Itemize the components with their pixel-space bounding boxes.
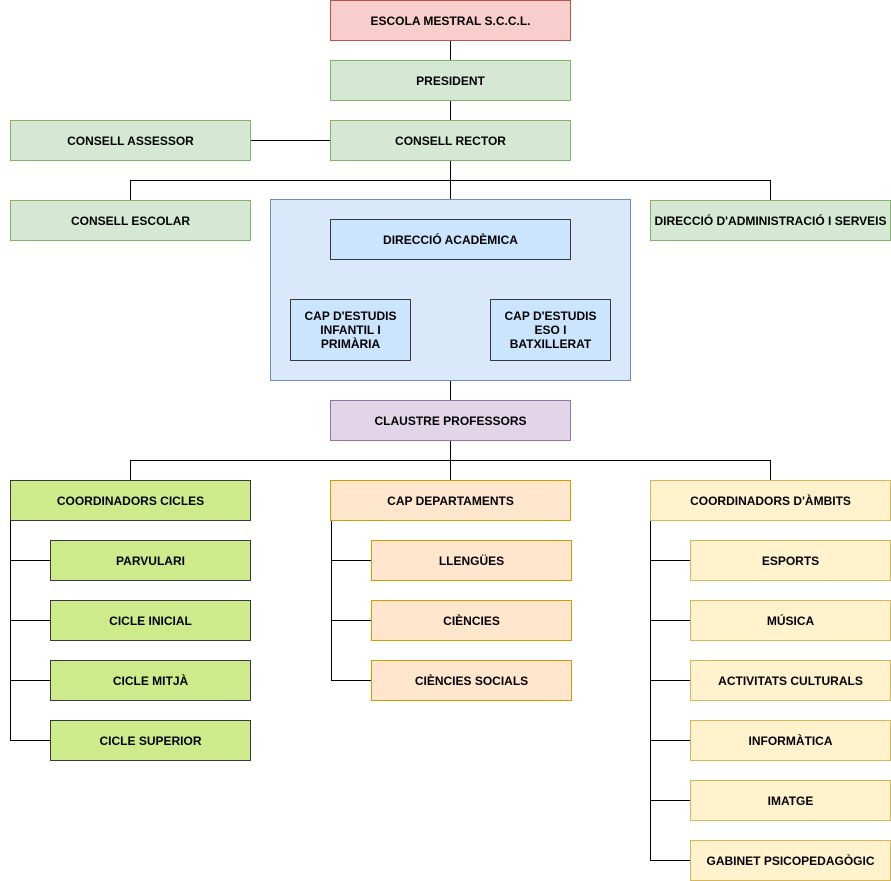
areas-title-label: COORDINADORS D'ÀMBITS	[690, 493, 851, 508]
academic-direction-box: DIRECCIÓ ACADÈMICA	[330, 219, 571, 260]
admin-direction-label: DIRECCIÓ D'ADMINISTRACIÓ I SERVEIS	[654, 213, 887, 228]
connector-rector-branches	[130, 160, 771, 200]
department-item-label: CIÈNCIES	[443, 613, 500, 628]
cycle-item-label: CICLE INICIAL	[109, 613, 192, 628]
area-item-label: IMATGE	[767, 793, 814, 808]
department-item-box: CIÈNCIES SOCIALS	[371, 660, 572, 701]
cycle-item-box: CICLE MITJÀ	[50, 660, 251, 701]
cycle-item-label: PARVULARI	[116, 553, 185, 568]
area-item-label: ACTIVITATS CULTURALS	[718, 673, 863, 688]
area-item-box: ACTIVITATS CULTURALS	[690, 660, 891, 701]
area-item-label: INFORMÀTICA	[748, 733, 833, 748]
connector-cycles-tree	[10, 520, 50, 741]
head-studies-primary-box: CAP D'ESTUDIS INFANTIL I PRIMÀRIA	[290, 299, 411, 361]
department-item-box: LLENGÜES	[371, 540, 572, 581]
admin-direction-box: DIRECCIÓ D'ADMINISTRACIÓ I SERVEIS	[650, 200, 891, 241]
head-studies-secondary-label: CAP D'ESTUDIS ESO I BATXILLERAT	[504, 309, 597, 351]
governing-council-box: CONSELL RECTOR	[330, 120, 571, 161]
area-item-box: MÚSICA	[690, 600, 891, 641]
president-box: PRESIDENT	[330, 60, 571, 101]
teachers-staff-label: CLAUSTRE PROFESSORS	[374, 413, 527, 428]
area-item-box: ESPORTS	[690, 540, 891, 581]
school-council-box: CONSELL ESCOLAR	[10, 200, 251, 241]
advisory-council-label: CONSELL ASSESSOR	[67, 133, 194, 148]
department-item-box: CIÈNCIES	[371, 600, 572, 641]
areas-title-box: COORDINADORS D'ÀMBITS	[650, 480, 891, 521]
departments-title-label: CAP DEPARTAMENTS	[387, 493, 514, 508]
head-studies-secondary-box: CAP D'ESTUDIS ESO I BATXILLERAT	[490, 299, 611, 361]
school-council-label: CONSELL ESCOLAR	[70, 213, 191, 228]
school-box: ESCOLA MESTRAL S.C.C.L.	[330, 0, 571, 41]
connector-claustre-branches	[130, 440, 771, 480]
cycle-item-label: CICLE MITJÀ	[112, 673, 189, 688]
cycle-item-box: CICLE INICIAL	[50, 600, 251, 641]
area-item-label: MÚSICA	[766, 613, 815, 628]
connector-departments-tree	[331, 520, 371, 681]
president-label: PRESIDENT	[416, 73, 485, 88]
departments-title-box: CAP DEPARTAMENTS	[330, 480, 571, 521]
school-label: ESCOLA MESTRAL S.C.C.L.	[370, 13, 531, 28]
area-item-box: IMATGE	[690, 780, 891, 821]
department-item-label: CIÈNCIES SOCIALS	[414, 673, 529, 688]
cycle-item-box: CICLE SUPERIOR	[50, 720, 251, 761]
area-item-label: ESPORTS	[761, 553, 820, 568]
area-item-box: GABINET PSICOPEDAGÒGIC	[690, 840, 891, 881]
advisory-council-box: CONSELL ASSESSOR	[10, 120, 251, 161]
area-item-box: INFORMÀTICA	[690, 720, 891, 761]
head-studies-primary-label: CAP D'ESTUDIS INFANTIL I PRIMÀRIA	[304, 309, 397, 351]
governing-council-label: CONSELL RECTOR	[395, 133, 506, 148]
cycles-title-label: COORDINADORS CICLES	[56, 493, 205, 508]
cycles-title-box: COORDINADORS CICLES	[10, 480, 251, 521]
department-item-label: LLENGÜES	[438, 553, 505, 568]
area-item-label: GABINET PSICOPEDAGÒGIC	[706, 853, 875, 868]
cycle-item-label: CICLE SUPERIOR	[99, 733, 202, 748]
academic-direction-label: DIRECCIÓ ACADÈMICA	[383, 232, 518, 247]
teachers-staff-box: CLAUSTRE PROFESSORS	[330, 400, 571, 441]
connector-areas-tree	[650, 520, 690, 861]
cycle-item-box: PARVULARI	[50, 540, 251, 581]
